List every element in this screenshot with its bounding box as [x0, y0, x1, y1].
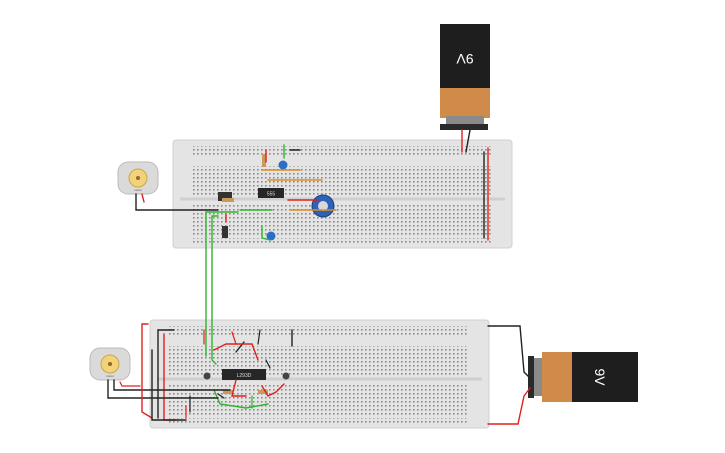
transistor[interactable]	[218, 192, 232, 201]
ic-l293d-label: L293D	[237, 373, 252, 379]
pushbutton-right[interactable]	[282, 372, 290, 380]
breadboard-bottom[interactable]	[149, 319, 490, 429]
potentiometer[interactable]	[311, 194, 335, 218]
resistor-2[interactable]	[222, 198, 234, 202]
pushbutton-left[interactable]	[203, 372, 211, 380]
diode[interactable]	[222, 226, 228, 238]
battery-bottom-label: 9V	[592, 368, 608, 386]
ic-555[interactable]: 555	[258, 188, 284, 198]
motor-top-label: motor	[134, 188, 142, 192]
ic-l293d[interactable]: L293D	[222, 369, 266, 380]
breadboard-top[interactable]	[172, 139, 513, 249]
motor-top[interactable]: motor	[117, 161, 159, 195]
resistor-4[interactable]	[258, 390, 268, 394]
resistor-1[interactable]	[262, 154, 266, 167]
motor-bottom-label: motor	[106, 374, 114, 378]
battery-top[interactable]: 9V	[440, 24, 490, 130]
motor-bottom[interactable]: motor	[89, 347, 131, 381]
capacitor-2[interactable]	[266, 231, 276, 241]
capacitor-1[interactable]	[278, 160, 288, 170]
ic-555-label: 555	[267, 192, 276, 198]
battery-top-label: 9V	[456, 51, 474, 67]
resistor-3[interactable]	[223, 390, 233, 394]
wires[interactable]	[107, 129, 531, 425]
battery-bottom[interactable]: 9V	[528, 352, 638, 402]
